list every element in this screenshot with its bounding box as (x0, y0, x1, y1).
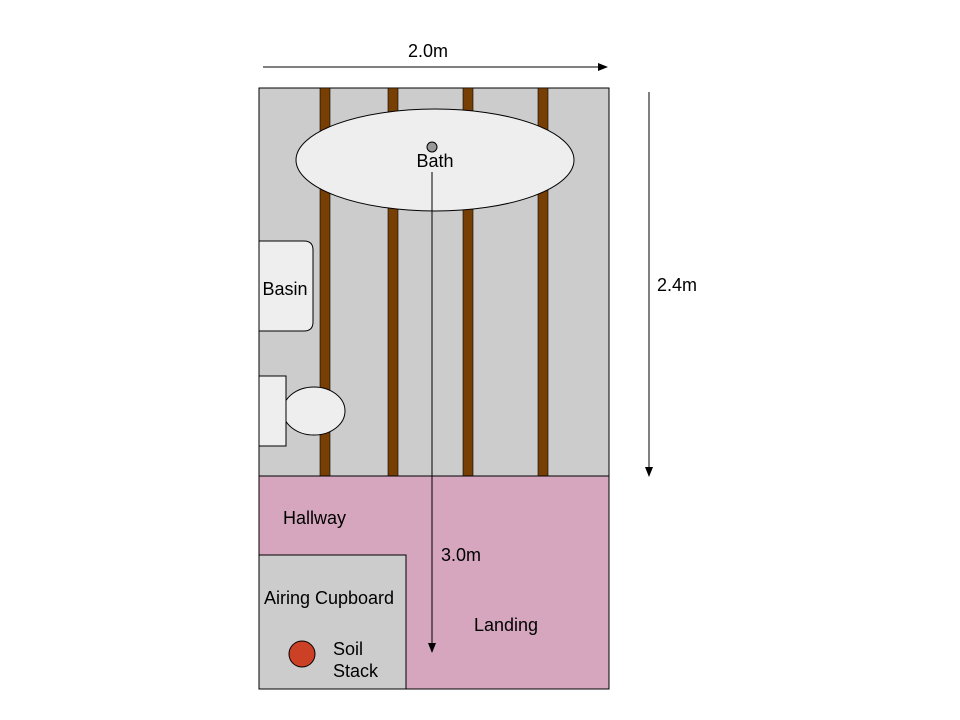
landing-label: Landing (474, 615, 538, 635)
airing-cupboard-label: Airing Cupboard (264, 588, 394, 608)
bath-drain-icon (426, 141, 438, 153)
height-dimension-label: 2.4m (657, 275, 697, 295)
soil-stack-label-line1: Soil (333, 639, 363, 659)
basin (258, 240, 314, 332)
toilet-bowl (282, 386, 346, 436)
airing-cupboard (258, 554, 407, 690)
width-dimension-label: 2.0m (408, 41, 448, 61)
joists (319, 87, 549, 477)
soil-stack (288, 640, 316, 668)
pipe-run-dimension-label: 3.0m (441, 545, 481, 565)
soil-stack-label-line2: Stack (333, 661, 379, 681)
bath (295, 108, 575, 212)
basin-label: Basin (262, 279, 307, 299)
bath-label: Bath (416, 151, 453, 171)
toilet-cistern (258, 375, 287, 447)
hallway-label: Hallway (283, 508, 346, 528)
